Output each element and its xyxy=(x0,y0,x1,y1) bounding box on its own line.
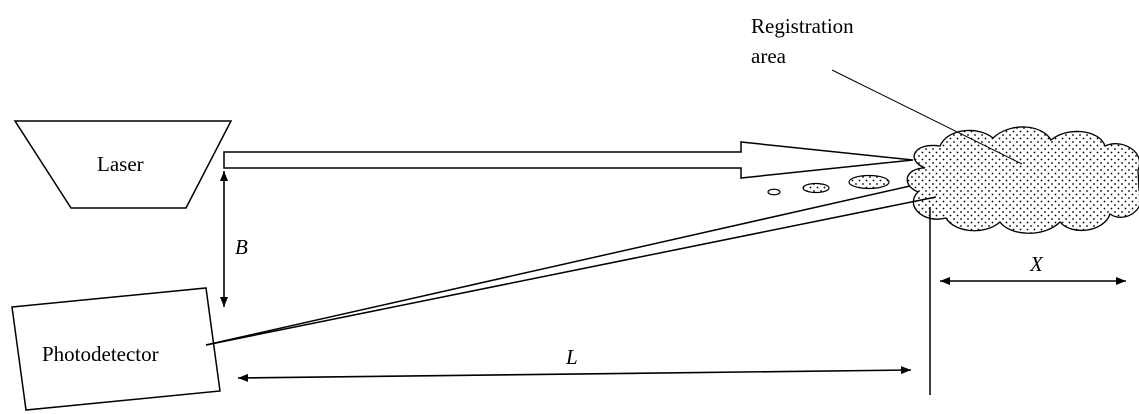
registration-area-label-line1: Registration xyxy=(751,14,854,38)
received-beam-lower-edge xyxy=(205,196,937,346)
received-beam-upper-edge xyxy=(205,185,911,346)
particle-medium xyxy=(802,182,830,194)
laser-body xyxy=(13,120,233,209)
laser-label: Laser xyxy=(97,152,144,176)
photodetector-body xyxy=(11,287,221,411)
registration-area-leader xyxy=(831,69,1023,165)
distance-label: L xyxy=(566,345,578,369)
registration-area-label-line2: area xyxy=(751,44,786,68)
registration-area-cloud xyxy=(906,126,1139,234)
photodetector-label: Photodetector xyxy=(42,342,159,366)
baseline-label: B xyxy=(235,235,248,259)
particle-large xyxy=(848,174,890,190)
particle-small xyxy=(767,188,781,196)
distance-arrow xyxy=(237,366,912,382)
range-label: X xyxy=(1030,252,1043,276)
laser-beam xyxy=(223,141,914,179)
